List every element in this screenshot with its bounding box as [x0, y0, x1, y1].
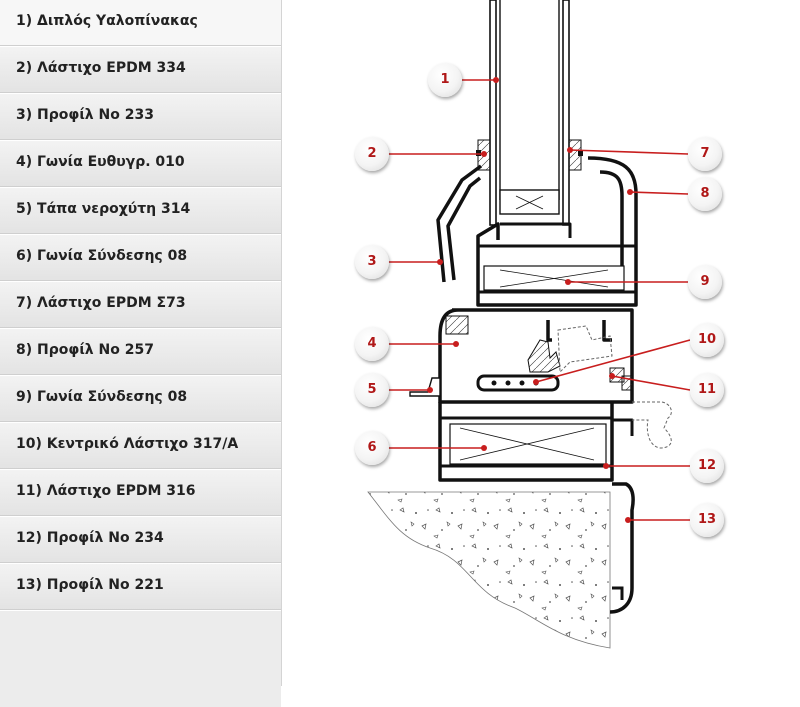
callout-5[interactable]: 5 [355, 373, 389, 407]
legend-item-1[interactable]: 1) Διπλός Υαλοπίνακας [0, 0, 281, 47]
sash-corner-bracket [483, 265, 625, 291]
legend-item-5[interactable]: 5) Τάπα νεροχύτη 314 [0, 188, 281, 235]
legend-item-10[interactable]: 10) Κεντρικό Λάστιχο 317/Α [0, 423, 281, 470]
callout-12[interactable]: 12 [690, 449, 724, 483]
window-section-diagram: 1 2 3 4 5 6 7 8 9 10 11 12 13 [283, 0, 800, 686]
central-gasket [476, 339, 561, 392]
legend-item-9[interactable]: 9) Γωνία Σύνδεσης 08 [0, 376, 281, 423]
callout-10[interactable]: 10 [690, 323, 724, 357]
callout-11[interactable]: 11 [690, 373, 724, 407]
legend-item-12[interactable]: 12) Προφίλ Νο 234 [0, 517, 281, 564]
concrete-sill [367, 491, 611, 649]
alignment-corner [445, 315, 469, 335]
section-drawing [367, 0, 691, 649]
sash-profile [436, 156, 638, 307]
callout-13[interactable]: 13 [690, 503, 724, 537]
legend-empty-row [0, 611, 281, 707]
double-glazing [489, 0, 570, 226]
legend-panel: 1) Διπλός Υαλοπίνακας 2) Λάστιχο EPDM 33… [0, 0, 282, 707]
frame-profile [438, 308, 634, 482]
legend-item-11[interactable]: 11) Λάστιχο EPDM 316 [0, 470, 281, 517]
legend-item-2[interactable]: 2) Λάστιχο EPDM 334 [0, 47, 281, 94]
callout-9[interactable]: 9 [688, 265, 722, 299]
callout-6[interactable]: 6 [355, 431, 389, 465]
sill-profile [609, 482, 635, 614]
callout-2[interactable]: 2 [355, 137, 389, 171]
drain-cap [409, 377, 441, 397]
legend-item-7[interactable]: 7) Λάστιχο EPDM Σ73 [0, 282, 281, 329]
legend-item-8[interactable]: 8) Προφίλ Νο 257 [0, 329, 281, 376]
callout-3[interactable]: 3 [355, 245, 389, 279]
callout-7[interactable]: 7 [688, 137, 722, 171]
dashed-drip-outline [632, 401, 672, 449]
legend-item-3[interactable]: 3) Προφίλ Νο 233 [0, 94, 281, 141]
legend-item-6[interactable]: 6) Γωνία Σύνδεσης 08 [0, 235, 281, 282]
callout-1[interactable]: 1 [428, 63, 462, 97]
leader-dots [427, 77, 633, 523]
legend-item-4[interactable]: 4) Γωνία Ευθυγρ. 010 [0, 141, 281, 188]
leader-lines [388, 79, 691, 521]
callout-4[interactable]: 4 [355, 327, 389, 361]
dashed-sash-outline [557, 325, 613, 374]
callout-8[interactable]: 8 [688, 177, 722, 211]
legend-item-13[interactable]: 13) Προφίλ Νο 221 [0, 564, 281, 611]
